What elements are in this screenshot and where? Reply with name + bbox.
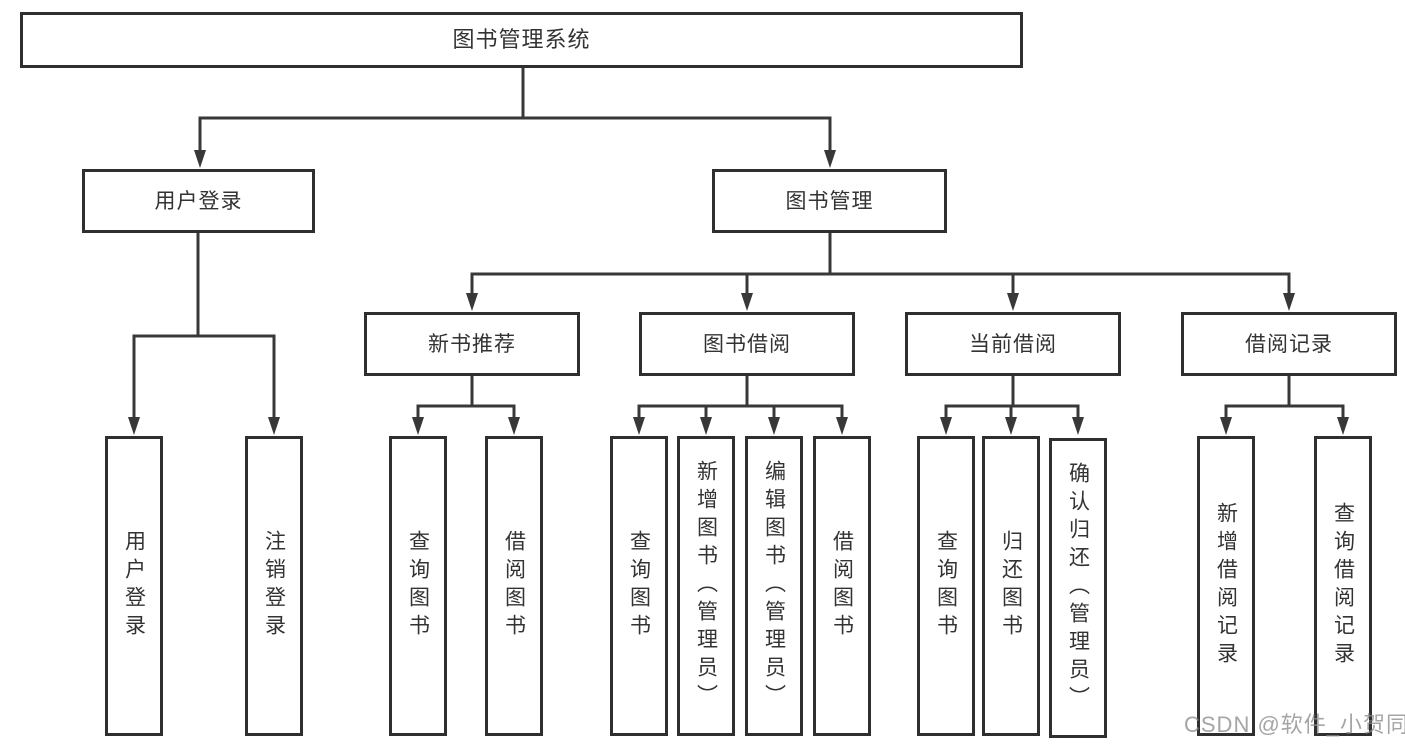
connector-current-borrow-children [940,376,1084,435]
leaf-edit-book-admin-label: 编辑图书（管理员） [762,460,786,712]
leaf-confirm-return-admin-label: 确认归还（管理员） [1066,462,1090,714]
leaf-logout: 注销登录 [245,436,303,736]
connector-user-login-children [128,233,280,435]
leaf-return-books: 归还图书 [982,436,1040,736]
node-borrowing-records-label: 借阅记录 [1245,332,1333,356]
node-book-management: 图书管理 [712,169,947,233]
csdn-watermark: CSDN @软件_小贺同学 [1184,712,1405,737]
node-book-borrowing: 图书借阅 [639,312,855,376]
node-current-borrowing-label: 当前借阅 [969,332,1057,356]
node-new-book-recommend: 新书推荐 [364,312,580,376]
connector-book-mgmt-to-level3 [466,233,1295,311]
leaf-query-borrow-record-label: 查询借阅记录 [1331,502,1355,670]
connector-root-to-level2 [194,68,836,168]
leaf-query-books-3: 查询图书 [917,436,975,736]
node-book-borrowing-label: 图书借阅 [703,332,791,356]
node-borrowing-records: 借阅记录 [1181,312,1397,376]
node-book-management-label: 图书管理 [785,189,874,213]
leaf-add-book-admin: 新增图书（管理员） [677,436,735,736]
leaf-query-books-3-label: 查询图书 [934,530,958,642]
leaf-user-login-label: 用户登录 [122,530,146,642]
node-user-login-label: 用户登录 [154,189,243,213]
connector-new-book-rec-children [412,376,520,435]
leaf-user-login: 用户登录 [105,436,163,736]
leaf-query-borrow-record: 查询借阅记录 [1314,436,1372,736]
node-user-login: 用户登录 [82,169,315,233]
node-system-root: 图书管理系统 [20,12,1023,68]
leaf-borrow-books-2: 借阅图书 [813,436,871,736]
leaf-query-books-2: 查询图书 [610,436,668,736]
leaf-add-borrow-record-label: 新增借阅记录 [1214,502,1238,670]
leaf-logout-label: 注销登录 [262,530,286,642]
connector-book-borrow-children [633,376,848,435]
leaf-query-books-1: 查询图书 [389,436,447,736]
leaf-borrow-books-2-label: 借阅图书 [830,530,854,642]
node-new-book-recommend-label: 新书推荐 [428,332,516,356]
leaf-edit-book-admin: 编辑图书（管理员） [745,436,803,736]
leaf-add-borrow-record: 新增借阅记录 [1197,436,1255,736]
leaf-query-books-1-label: 查询图书 [406,530,430,642]
connector-borrow-records-children [1220,376,1349,435]
leaf-query-books-2-label: 查询图书 [627,530,651,642]
node-system-root-label: 图书管理系统 [452,27,591,52]
leaf-add-book-admin-label: 新增图书（管理员） [694,460,718,712]
node-current-borrowing: 当前借阅 [905,312,1121,376]
leaf-return-books-label: 归还图书 [999,530,1023,642]
leaf-borrow-books-1: 借阅图书 [485,436,543,736]
leaf-confirm-return-admin: 确认归还（管理员） [1049,438,1107,738]
leaf-borrow-books-1-label: 借阅图书 [502,530,526,642]
